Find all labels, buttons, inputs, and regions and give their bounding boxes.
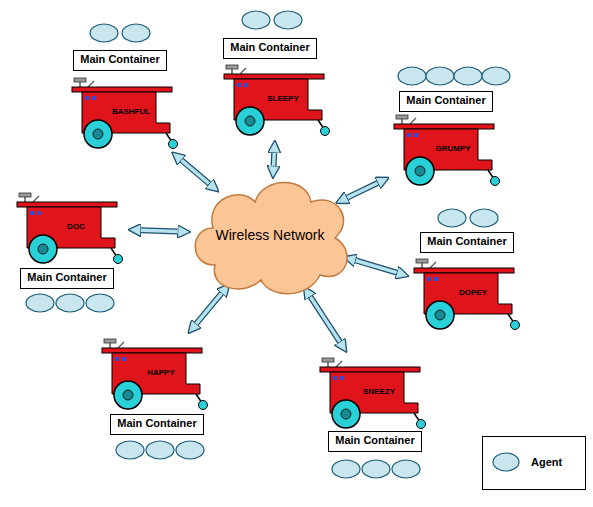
- agent: [274, 11, 302, 29]
- robot-node: DOC: [15, 190, 125, 265]
- arrow-outline: [310, 297, 339, 342]
- container-label: Main Container: [27, 271, 106, 284]
- agent: [86, 294, 114, 312]
- agent: [122, 24, 150, 42]
- legend-swatch: [491, 451, 521, 473]
- agent: [398, 67, 426, 85]
- network-cloud: Wireless Network: [185, 170, 355, 300]
- arrow-outline: [182, 160, 209, 183]
- agent: [470, 209, 498, 227]
- container-box: Main Container: [399, 91, 493, 112]
- container-label: Main Container: [230, 41, 309, 54]
- agent: [146, 441, 174, 459]
- container-label: Main Container: [406, 94, 485, 107]
- agent: [116, 441, 144, 459]
- agent: [426, 67, 454, 85]
- agent: [454, 67, 482, 85]
- legend-row: Agent: [491, 451, 562, 473]
- container-label: Main Container: [117, 417, 196, 430]
- link-arrow: [356, 260, 397, 272]
- agent: [90, 24, 118, 42]
- agent: [26, 294, 54, 312]
- arrow-shaft: [272, 153, 276, 166]
- arrow-outline: [141, 230, 178, 231]
- container-label: Main Container: [427, 235, 506, 248]
- agent: [438, 209, 466, 227]
- arrow-outline: [347, 183, 377, 198]
- robot-name: HAPPY: [147, 369, 175, 377]
- arrow-shaft: [347, 183, 377, 198]
- agent: [392, 460, 420, 478]
- robot-name: BASHFUL: [112, 108, 150, 116]
- robot-name: GRUMPY: [435, 145, 470, 153]
- agent: [482, 67, 510, 85]
- robot-name: DOPEY: [459, 289, 487, 297]
- arrow-shaft: [356, 260, 397, 272]
- link-arrow: [196, 293, 221, 323]
- robot-node: SNEEZY: [318, 355, 428, 430]
- link-arrow: [141, 230, 178, 231]
- robot-name: DOC: [67, 223, 85, 231]
- robot-name: SLEEPY: [267, 95, 299, 103]
- arrow-outline: [196, 293, 221, 323]
- arrow-shaft: [196, 293, 221, 323]
- robot-node: GRUMPY: [392, 112, 502, 187]
- legend-box: Agent: [482, 436, 586, 490]
- robot-node: BASHFUL: [70, 75, 180, 150]
- container-label: Main Container: [335, 434, 414, 447]
- container-box: Main Container: [73, 50, 167, 71]
- legend-label: Agent: [531, 456, 562, 468]
- robot-node: DOPEY: [412, 256, 522, 331]
- container-box: Main Container: [20, 268, 114, 289]
- link-arrow: [182, 160, 209, 183]
- robot-node: HAPPY: [100, 336, 210, 411]
- link-arrow: [310, 297, 339, 342]
- network-label: Wireless Network: [216, 227, 325, 243]
- arrow-shaft: [310, 297, 339, 342]
- agent: [56, 294, 84, 312]
- agent: [362, 460, 390, 478]
- container-box: Main Container: [223, 38, 317, 59]
- robot-name: SNEEZY: [363, 388, 395, 396]
- container-box: Main Container: [420, 232, 514, 253]
- agent: [332, 460, 360, 478]
- agent: [242, 11, 270, 29]
- arrow-outline: [356, 260, 397, 272]
- container-box: Main Container: [328, 431, 422, 452]
- arrow-shaft: [141, 230, 178, 231]
- container-label: Main Container: [80, 53, 159, 66]
- link-arrow: [347, 183, 377, 198]
- container-box: Main Container: [110, 414, 204, 435]
- link-arrow: [273, 153, 275, 166]
- robot-node: SLEEPY: [222, 62, 332, 137]
- arrow-shaft: [182, 160, 209, 183]
- arrow-outline: [271, 153, 278, 166]
- agent: [176, 441, 204, 459]
